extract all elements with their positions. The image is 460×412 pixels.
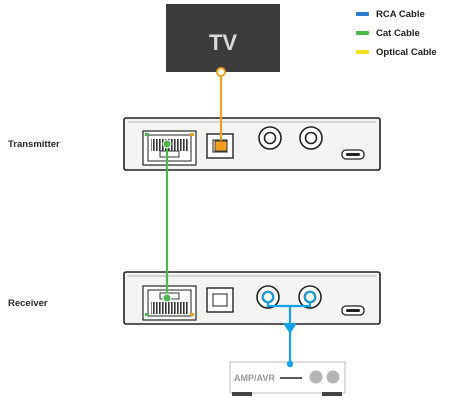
tv-body <box>166 4 280 72</box>
transmitter-device <box>123 117 381 171</box>
receiver-label: Receiver <box>8 298 48 309</box>
receiver-rj45-port <box>142 285 197 321</box>
legend-item-cat: Cat Cable <box>356 25 460 41</box>
receiver-device <box>123 271 381 325</box>
amp-avr: AMP/AVR <box>229 361 346 396</box>
legend-item-rca: RCA Cable <box>356 6 460 22</box>
transmitter-label: Transmitter <box>8 139 60 150</box>
amp-knob-right <box>326 370 340 384</box>
rca-swatch <box>356 12 369 16</box>
transmitter-rca-left <box>258 126 282 150</box>
legend: RCA Cable Cat Cable Optical Cable <box>356 6 460 63</box>
receiver-rca-right <box>298 285 322 309</box>
transmitter-usb-port <box>341 149 365 160</box>
rca-cable <box>262 291 316 368</box>
receiver-optical-port <box>206 287 234 313</box>
transmitter-rj45-port <box>142 130 197 166</box>
transmitter-rca-right <box>299 126 323 150</box>
optical-swatch <box>356 50 369 54</box>
legend-item-optical: Optical Cable <box>356 44 460 60</box>
tv-label: TV <box>209 30 237 55</box>
legend-label: Cat Cable <box>376 27 420 39</box>
cat-cable <box>162 139 172 303</box>
amp-foot-right <box>322 392 342 396</box>
amp-label: AMP/AVR <box>234 373 275 383</box>
legend-label: Optical Cable <box>376 46 437 58</box>
amp-foot-left <box>232 392 252 396</box>
receiver-usb-port <box>341 305 365 316</box>
amp-knob-left <box>309 370 323 384</box>
legend-label: RCA Cable <box>376 8 425 20</box>
tv: TV <box>166 4 280 72</box>
cat-swatch <box>356 31 369 35</box>
optical-cable <box>214 67 228 152</box>
